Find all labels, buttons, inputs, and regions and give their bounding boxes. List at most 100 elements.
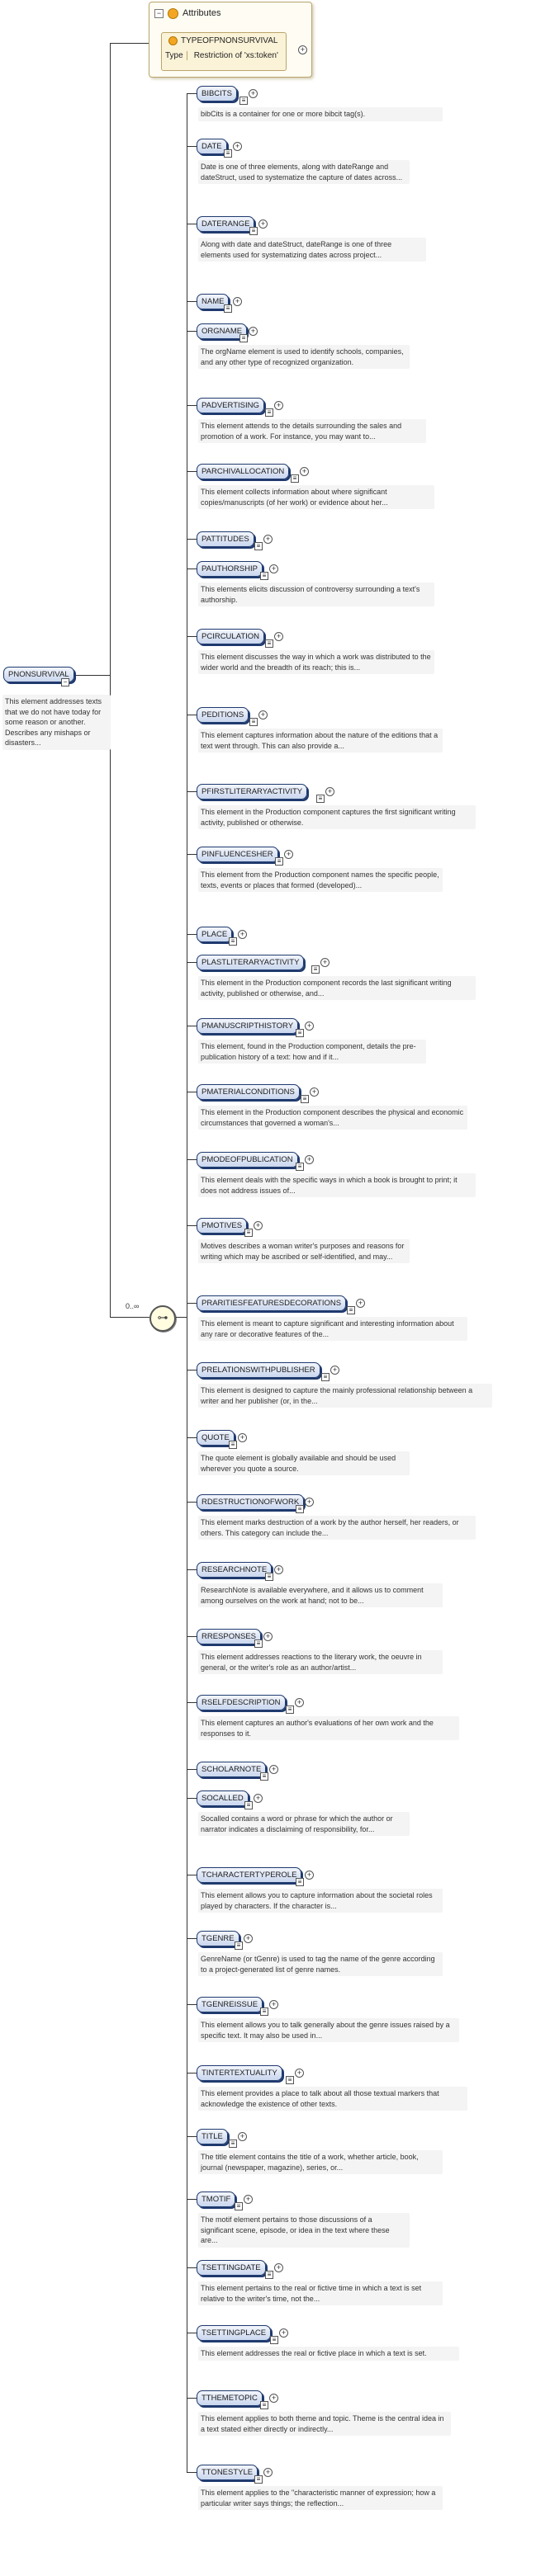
element-tsettingplace[interactable]: TSETTINGPLACE xyxy=(197,2325,272,2341)
connector xyxy=(187,93,197,94)
expand-attribute-icon[interactable]: + xyxy=(298,45,307,54)
expand-element-icon[interactable]: + xyxy=(310,1087,319,1097)
element-padvertising[interactable]: PADVERTISING xyxy=(197,398,264,413)
element-title[interactable]: TITLE xyxy=(197,2129,228,2144)
content-indicator-icon: ≡ xyxy=(347,1306,355,1314)
element-date[interactable]: DATE xyxy=(197,139,227,154)
expand-element-icon[interactable]: + xyxy=(258,219,268,229)
connector xyxy=(110,675,111,1317)
element-ttonestyle[interactable]: TTONESTYLE xyxy=(197,2465,258,2480)
expand-element-icon[interactable]: + xyxy=(305,1155,314,1164)
expand-element-icon[interactable]: + xyxy=(263,535,273,544)
root-element[interactable]: PNONSURVIVAL xyxy=(3,667,74,682)
expand-element-icon[interactable]: + xyxy=(320,958,330,967)
element-pcirculation[interactable]: PCIRCULATION xyxy=(197,629,265,644)
element-tgenreissue[interactable]: TGENREISSUE xyxy=(197,1997,263,2012)
expand-element-icon[interactable]: + xyxy=(279,2328,288,2338)
element-pmotives[interactable]: PMOTIVES xyxy=(197,1218,248,1234)
content-indicator-icon: ≡ xyxy=(265,2271,273,2279)
content-indicator-icon: ≡ xyxy=(301,1095,309,1103)
expand-element-icon[interactable]: + xyxy=(295,1698,304,1707)
connector xyxy=(187,1159,197,1160)
content-indicator-icon: ≡ xyxy=(239,97,248,105)
expand-element-icon[interactable]: + xyxy=(269,564,278,573)
element-pmodeofpublication[interactable]: PMODEOFPUBLICATION xyxy=(197,1152,298,1168)
expand-element-icon[interactable]: + xyxy=(249,89,258,98)
expand-element-icon[interactable]: + xyxy=(305,1021,314,1031)
connector xyxy=(187,962,197,963)
element-researchnote[interactable]: RESEARCHNOTE xyxy=(197,1562,273,1578)
expand-element-icon[interactable]: + xyxy=(284,850,293,859)
element-description: This element captures an author's evalua… xyxy=(198,1716,459,1740)
expand-element-icon[interactable]: + xyxy=(238,930,247,939)
element-tintertextuality[interactable]: TINTERTEXTUALITY xyxy=(197,2065,282,2081)
expand-element-icon[interactable]: + xyxy=(274,632,283,641)
element-tgenre[interactable]: TGENRE xyxy=(197,1931,239,1946)
connector xyxy=(187,1702,197,1703)
expand-element-icon[interactable]: + xyxy=(238,1433,247,1442)
element-description: This element attends to the details surr… xyxy=(198,419,426,443)
element-parchivallocation[interactable]: PARCHIVALLOCATION xyxy=(197,464,290,479)
expand-element-icon[interactable]: + xyxy=(274,1565,283,1574)
element-quote[interactable]: QUOTE xyxy=(197,1430,235,1446)
collapse-toggle-icon[interactable]: − xyxy=(154,8,164,18)
expand-element-icon[interactable]: + xyxy=(300,467,309,476)
expand-element-icon[interactable]: + xyxy=(295,2069,304,2078)
element-tthemetopic[interactable]: TTHEMETOPIC xyxy=(197,2390,263,2406)
connector xyxy=(187,2136,197,2137)
expand-element-icon[interactable]: + xyxy=(244,2195,253,2204)
element-daterange[interactable]: DATERANGE xyxy=(197,216,255,232)
attribute-type-row: Type Restriction of 'xs:token' xyxy=(165,51,278,60)
element-tmotif[interactable]: TMOTIF xyxy=(197,2191,236,2207)
element-rdestructionofwork[interactable]: RDESTRUCTIONOFWORK xyxy=(197,1494,305,1510)
expand-element-icon[interactable]: + xyxy=(305,1498,314,1507)
expand-element-icon[interactable]: + xyxy=(356,1299,365,1308)
element-orgname[interactable]: ORGNAME xyxy=(197,323,248,339)
connector xyxy=(187,1569,197,1570)
expand-element-icon[interactable]: + xyxy=(305,1871,314,1880)
expand-element-icon[interactable]: + xyxy=(325,787,334,796)
attribute-item[interactable]: TYPEOFPNONSURVIVAL Type Restriction of '… xyxy=(161,32,287,71)
element-name[interactable]: NAME xyxy=(197,294,230,309)
expand-element-icon[interactable]: + xyxy=(258,710,268,719)
expand-element-icon[interactable]: + xyxy=(330,1366,339,1375)
element-socalled[interactable]: SOCALLED xyxy=(197,1790,249,1806)
element-rselfdescription[interactable]: RSELFDESCRIPTION xyxy=(197,1695,286,1710)
expand-element-icon[interactable]: + xyxy=(249,327,258,336)
expand-element-icon[interactable]: + xyxy=(244,1934,253,1943)
element-pmanuscripthistory[interactable]: PMANUSCRIPTHISTORY xyxy=(197,1018,299,1034)
expand-element-icon[interactable]: + xyxy=(274,401,283,410)
element-scholarnote[interactable]: SCHOLARNOTE xyxy=(197,1762,267,1777)
element-tcharactertyperole[interactable]: TCHARACTERTYPEROLE xyxy=(197,1867,302,1883)
element-plastliteraryactivity[interactable]: PLASTLITERARYACTIVITY xyxy=(197,955,305,970)
element-pauthorship[interactable]: PAUTHORSHIP xyxy=(197,561,263,577)
element-pmaterialconditions[interactable]: PMATERIALCONDITIONS xyxy=(197,1084,300,1100)
element-description: Motives describes a woman writer's purpo… xyxy=(198,1239,410,1263)
element-peditions[interactable]: PEDITIONS xyxy=(197,707,249,723)
element-tsettingdate[interactable]: TSETTINGDATE xyxy=(197,2260,266,2276)
element-pinfluencesher[interactable]: PINFLUENCESHER xyxy=(197,847,278,862)
expand-element-icon[interactable]: + xyxy=(274,2263,283,2272)
element-pattitudes[interactable]: PATTITUDES xyxy=(197,531,254,547)
expand-element-icon[interactable]: + xyxy=(254,1221,263,1230)
element-rresponses[interactable]: RRESPONSES xyxy=(197,1629,261,1644)
content-indicator-icon: ≡ xyxy=(244,1229,253,1237)
expand-element-icon[interactable]: + xyxy=(233,297,242,306)
expand-element-icon[interactable]: + xyxy=(233,142,242,151)
expand-element-icon[interactable]: + xyxy=(269,1765,278,1774)
element-bibcits[interactable]: BIBCITS xyxy=(197,86,237,101)
expand-element-icon[interactable]: + xyxy=(254,1794,263,1803)
element-pfirstliteraryactivity[interactable]: PFIRSTLITERARYACTIVITY xyxy=(197,784,308,800)
expand-element-icon[interactable]: + xyxy=(269,2394,278,2403)
element-place[interactable]: PLACE xyxy=(197,927,233,942)
connector xyxy=(187,1225,197,1226)
content-indicator-icon: ≡ xyxy=(296,1505,304,1513)
expand-element-icon[interactable]: + xyxy=(263,1632,273,1641)
sequence-compositor-icon[interactable]: ⊶ xyxy=(149,1305,176,1332)
expand-element-icon[interactable]: + xyxy=(269,2000,278,2009)
expand-element-icon[interactable]: + xyxy=(263,2468,273,2477)
expand-element-icon[interactable]: + xyxy=(238,2132,247,2141)
element-description: bibCits is a container for one or more b… xyxy=(198,107,443,121)
element-prelationswithpublisher[interactable]: PRELATIONSWITHPUBLISHER xyxy=(197,1362,320,1378)
element-praritiesfeaturesdecorations[interactable]: PRARITIESFEATURESDECORATIONS xyxy=(197,1295,347,1311)
